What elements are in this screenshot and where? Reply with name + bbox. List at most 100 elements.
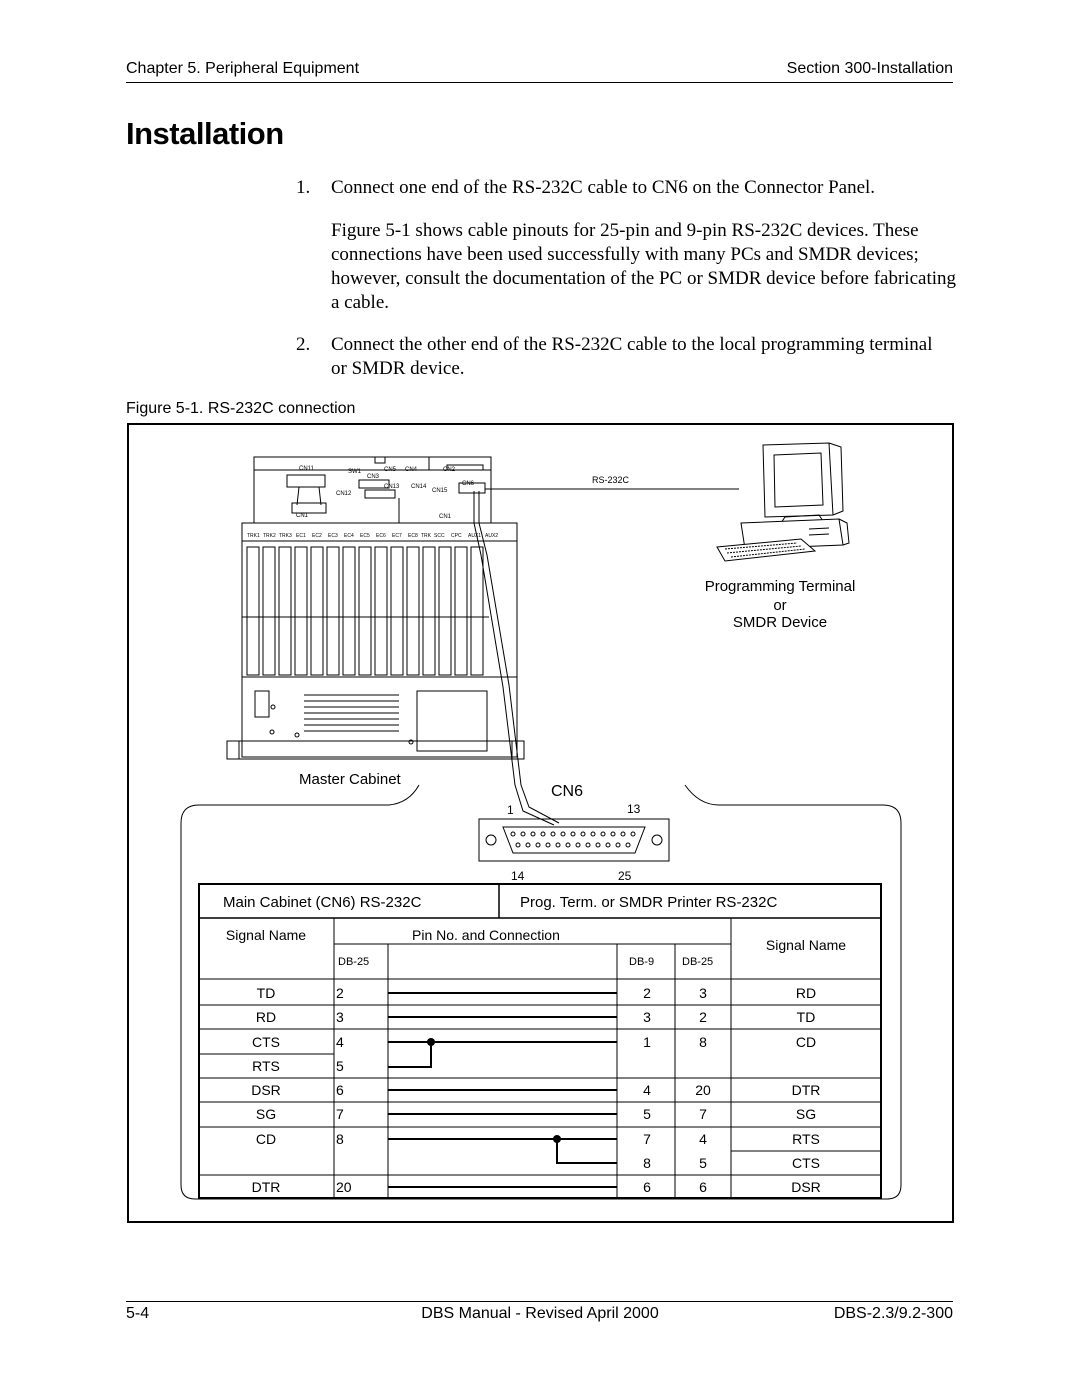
conn-label: SW1 xyxy=(348,469,362,475)
conn-label: CN14 xyxy=(411,484,427,490)
conn-label: CN12 xyxy=(336,491,352,497)
junction-dot xyxy=(427,1038,435,1046)
right-signal: TD xyxy=(797,1009,816,1025)
slot-label: AUX1 xyxy=(468,533,481,539)
rs232c-cable xyxy=(473,488,739,826)
pin-header: Pin No. and Connection xyxy=(412,927,560,943)
db9-pin: 4 xyxy=(643,1082,651,1098)
left-signal: TD xyxy=(257,985,276,1001)
db9-header: DB-9 xyxy=(629,956,654,968)
vent-lines xyxy=(304,694,399,732)
db-headers: DB-25 DB-9 DB-25 xyxy=(338,956,713,968)
right-signal: RTS xyxy=(792,1131,820,1147)
table-row: SG 7 5 7 SG xyxy=(256,1106,816,1122)
db25-right-header: DB-25 xyxy=(682,956,713,968)
conn-label: CN4 xyxy=(405,467,418,473)
callout-bubble xyxy=(180,784,902,1200)
master-cabinet xyxy=(226,456,525,760)
right-header: Prog. Term. or SMDR Printer RS-232C xyxy=(520,894,777,911)
step-1-text: Connect one end of the RS-232C cable to … xyxy=(331,177,876,198)
db25-connector xyxy=(478,818,670,862)
footer-doc-number: DBS-2.3/9.2-300 xyxy=(833,1305,953,1322)
slot-label: AUX2 xyxy=(485,533,498,539)
slot-label: EC7 xyxy=(392,533,402,539)
cn6-pin-1: 1 xyxy=(507,803,514,817)
db25-left-header: DB-25 xyxy=(338,956,369,968)
right-signal: CTS xyxy=(792,1155,820,1171)
left-pin: 7 xyxy=(336,1106,344,1122)
footer-manual-title: DBS Manual - Revised April 2000 xyxy=(421,1305,659,1322)
slot-label: TRK xyxy=(421,533,432,539)
table-headers: Main Cabinet (CN6) RS-232C Prog. Term. o… xyxy=(223,894,846,953)
db25-pin: 3 xyxy=(699,985,707,1001)
conn-label: CN11 xyxy=(299,466,315,472)
slot-label: TRK3 xyxy=(279,533,292,539)
slot-label: EC4 xyxy=(344,533,354,539)
conn-label: CN1 xyxy=(439,514,452,520)
left-signal: RD xyxy=(256,1009,276,1025)
slot-cards xyxy=(242,546,489,676)
page-title: Installation xyxy=(126,116,284,151)
cabinet-connector-labels: CN11 SW1 CN3 CN5 CN4 CN2 CN13 CN14 CN15 … xyxy=(296,466,475,520)
junction-dot xyxy=(553,1135,561,1143)
db9-pin: 3 xyxy=(643,1009,651,1025)
slot-label: EC3 xyxy=(328,533,338,539)
conn-label: CN6 xyxy=(462,481,475,487)
conn-label: CN15 xyxy=(432,488,448,494)
left-pin: 3 xyxy=(336,1009,344,1025)
right-signal: CD xyxy=(796,1034,816,1050)
step-2-number: 2. xyxy=(296,334,311,355)
header-rule xyxy=(126,82,953,83)
left-signal: CD xyxy=(256,1131,276,1147)
table-row: CTS 4 1 8 CD xyxy=(252,1034,816,1050)
conn-label: CN13 xyxy=(384,484,400,490)
header-section: Section 300-Installation xyxy=(786,60,953,77)
footer-rule xyxy=(126,1301,953,1302)
db25-pin: 7 xyxy=(699,1106,707,1122)
cn6-label: CN6 xyxy=(551,783,583,800)
slot-label: EC6 xyxy=(376,533,386,539)
terminal-label-line2: or xyxy=(773,597,786,614)
right-signal: SG xyxy=(796,1106,816,1122)
table-row: TD 2 2 3 RD xyxy=(257,985,816,1001)
conn-label: CN1 xyxy=(296,513,309,519)
db9-pin: 7 xyxy=(643,1131,651,1147)
figure-diagram: CN11 SW1 CN3 CN5 CN4 CN2 CN13 CN14 CN15 … xyxy=(180,442,902,1200)
db25-pin: 5 xyxy=(699,1155,707,1171)
left-signal: DSR xyxy=(251,1082,281,1098)
left-pin: 20 xyxy=(336,1179,352,1195)
table-row: RTS 5 xyxy=(252,1058,344,1074)
left-signal: SG xyxy=(256,1106,276,1122)
db25-pin: 20 xyxy=(695,1082,711,1098)
right-signal: DSR xyxy=(791,1179,821,1195)
slot-labels: TRK1 TRK2 TRK3 EC1 EC2 EC3 EC4 EC5 EC6 E… xyxy=(247,533,498,539)
db25-pins-row2 xyxy=(515,842,631,848)
db25-pin: 4 xyxy=(699,1131,707,1147)
left-signal: RTS xyxy=(252,1058,280,1074)
right-signal: DTR xyxy=(792,1082,821,1098)
left-pin: 8 xyxy=(336,1131,344,1147)
db25-pin: 6 xyxy=(699,1179,707,1195)
slot-label: EC8 xyxy=(408,533,418,539)
rs232c-label: RS-232C xyxy=(592,475,630,485)
db9-pin: 2 xyxy=(643,985,651,1001)
left-pin: 2 xyxy=(336,985,344,1001)
slot-label: TRK2 xyxy=(263,533,276,539)
slot-label: CPC xyxy=(451,533,462,539)
left-signal: DTR xyxy=(252,1179,281,1195)
slot-label: SCC xyxy=(434,533,445,539)
terminal-label-line1: Programming Terminal xyxy=(705,578,856,595)
master-cabinet-label: Master Cabinet xyxy=(299,771,402,788)
left-pin: 6 xyxy=(336,1082,344,1098)
conn-label: CN2 xyxy=(443,467,456,473)
conn-label: CN5 xyxy=(384,467,397,473)
figure-frame: CN11 SW1 CN3 CN5 CN4 CN2 CN13 CN14 CN15 … xyxy=(127,423,954,1223)
table-rows: TD 2 2 3 RD RD 3 3 2 TD CTS 4 1 8 CD RTS… xyxy=(251,985,821,1195)
pinout-table xyxy=(198,883,882,1199)
conn-label: CN3 xyxy=(367,474,380,480)
table-row: RD 3 3 2 TD xyxy=(256,1009,815,1025)
step-2-text: Connect the other end of the RS-232C cab… xyxy=(331,334,933,379)
figure-caption: Figure 5-1. RS-232C connection xyxy=(126,400,356,417)
table-row: DSR 6 4 20 DTR xyxy=(251,1082,820,1098)
signal-name-right: Signal Name xyxy=(766,937,846,953)
